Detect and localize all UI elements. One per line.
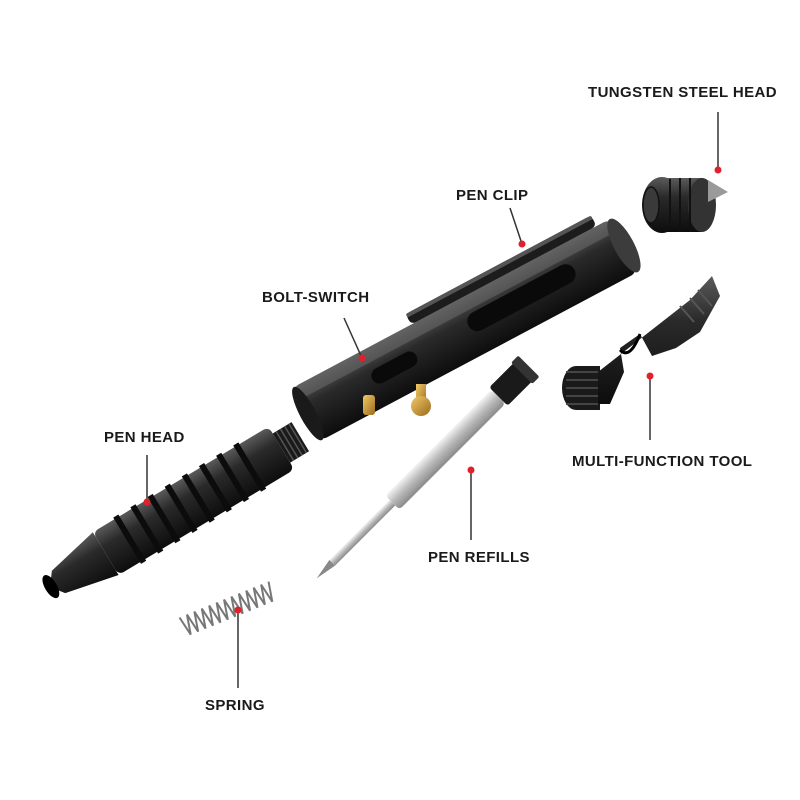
pen-barrel-part bbox=[292, 216, 641, 441]
pen-head-part bbox=[42, 422, 310, 599]
leader-pen-clip-marker-dot bbox=[518, 240, 526, 248]
leader-pen-refills-marker-dot bbox=[467, 466, 475, 474]
leader-bolt-switch-marker-dot bbox=[358, 354, 366, 362]
spring-part bbox=[178, 581, 274, 636]
label-pen-head: PEN HEAD bbox=[104, 429, 185, 446]
leader-pen-head-marker-dot bbox=[143, 498, 151, 506]
label-multi-function-tool: MULTI-FUNCTION TOOL bbox=[572, 453, 753, 470]
bolt-switch-knob bbox=[363, 384, 431, 416]
leader-tungsten-marker-dot bbox=[714, 166, 722, 174]
leader-pen-clip-line bbox=[509, 207, 523, 245]
leader-multi-function-marker-dot bbox=[646, 372, 654, 380]
label-pen-refills: PEN REFILLS bbox=[428, 549, 530, 566]
label-tungsten-steel-head: TUNGSTEN STEEL HEAD bbox=[588, 84, 778, 101]
leader-spring-marker-dot bbox=[234, 606, 242, 614]
label-bolt-switch: BOLT-SWITCH bbox=[262, 289, 370, 306]
leader-bolt-switch-line bbox=[343, 317, 363, 359]
multi-function-tool-part bbox=[562, 276, 720, 410]
tungsten-steel-head-part bbox=[642, 177, 728, 233]
pen-refill-part bbox=[316, 356, 539, 579]
label-pen-clip: PEN CLIP bbox=[456, 187, 529, 204]
leader-lines bbox=[143, 112, 722, 688]
label-spring: SPRING bbox=[205, 697, 265, 714]
